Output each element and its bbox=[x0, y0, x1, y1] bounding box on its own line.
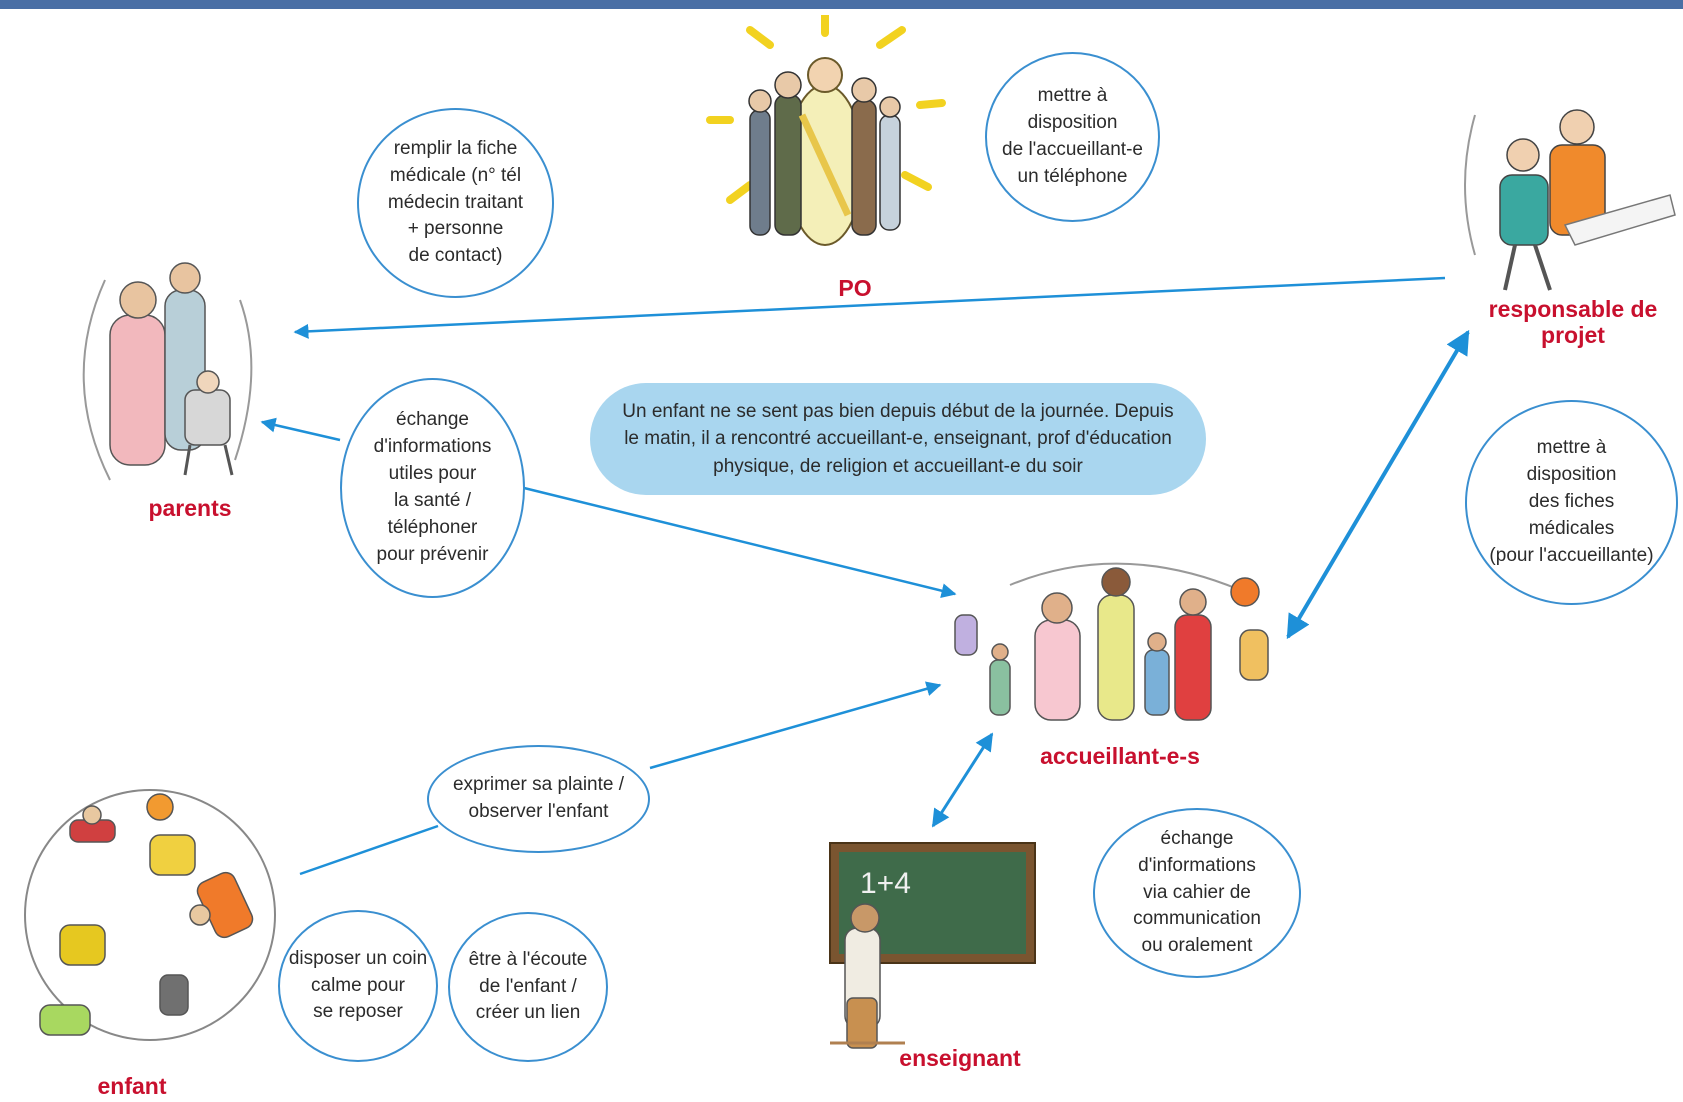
label-enseignant: enseignant bbox=[880, 1045, 1040, 1071]
bubble-cahier: échange d'informations via cahier de com… bbox=[1093, 808, 1301, 978]
bubble-telephone-text: mettre à disposition de l'accueillant-e … bbox=[1002, 85, 1143, 187]
label-enfant-text: enfant bbox=[97, 1073, 167, 1099]
bubble-coin-calme-text: disposer un coin calme pour se reposer bbox=[288, 947, 428, 1023]
bubble-echange-sante-text: échange d'informations utiles pour la sa… bbox=[373, 409, 492, 565]
arrow-bubble-to-parents bbox=[260, 417, 341, 442]
label-accueillants: accueillant-e-s bbox=[1010, 743, 1230, 769]
bubble-echange-sante: échange d'informations utiles pour la sa… bbox=[340, 378, 525, 598]
label-po-text: PO bbox=[838, 275, 872, 301]
arrow-accueillants-responsable bbox=[1286, 329, 1470, 640]
arrow-enfant-to-accueillants bbox=[299, 824, 439, 876]
bubble-coin-calme: disposer un coin calme pour se reposer bbox=[278, 910, 438, 1062]
arrow-plainte-to-accueillants bbox=[649, 681, 942, 770]
label-parents-text: parents bbox=[148, 495, 232, 521]
label-enfant: enfant bbox=[72, 1073, 192, 1099]
po-group-illustration bbox=[706, 15, 946, 246]
bubble-ecoute-text: être à l'écoute de l'enfant / créer un l… bbox=[468, 948, 588, 1024]
scenario-text: Un enfant ne se sent pas bien depuis déb… bbox=[622, 400, 1174, 477]
bubble-plainte-text: exprimer sa plainte / observer l'enfant bbox=[452, 774, 625, 822]
bubble-fiche-medicale: remplir la fiche médicale (n° tél médeci… bbox=[357, 108, 554, 298]
arrow-responsable-to-parents bbox=[293, 276, 1446, 339]
parents-illustration bbox=[82, 262, 253, 481]
arrow-enseignant-accueillants bbox=[931, 732, 994, 828]
bubble-plainte: exprimer sa plainte / observer l'enfant bbox=[427, 745, 650, 853]
label-accueillants-text: accueillant-e-s bbox=[1040, 743, 1200, 769]
responsable-illustration bbox=[1464, 109, 1676, 291]
bubble-cahier-text: échange d'informations via cahier de com… bbox=[1133, 827, 1261, 957]
top-bar bbox=[0, 0, 1683, 9]
accueillants-illustration bbox=[954, 562, 1269, 721]
label-responsable-text: responsable de projet bbox=[1488, 296, 1658, 349]
label-responsable: responsable de projet bbox=[1463, 296, 1683, 349]
scenario-box: Un enfant ne se sent pas bien depuis déb… bbox=[590, 383, 1206, 495]
enfant-illustration bbox=[24, 789, 276, 1041]
label-parents: parents bbox=[120, 495, 260, 521]
label-po: PO bbox=[810, 275, 900, 301]
bubble-fiche-medicale-text: remplir la fiche médicale (n° tél médeci… bbox=[387, 137, 524, 267]
bubble-telephone: mettre à disposition de l'accueillant-e … bbox=[985, 52, 1160, 222]
bubble-ecoute: être à l'écoute de l'enfant / créer un l… bbox=[448, 912, 608, 1062]
bubble-fiches-medicales: mettre à disposition des fiches médicale… bbox=[1465, 400, 1678, 605]
arrow-bubble-to-accueillants bbox=[519, 485, 957, 599]
svg-text:1+4: 1+4 bbox=[860, 867, 911, 900]
enseignant-illustration: 1+4 bbox=[829, 842, 1036, 1049]
bubble-fiches-medicales-text: mettre à disposition des fiches médicale… bbox=[1489, 437, 1654, 566]
label-enseignant-text: enseignant bbox=[899, 1045, 1021, 1071]
